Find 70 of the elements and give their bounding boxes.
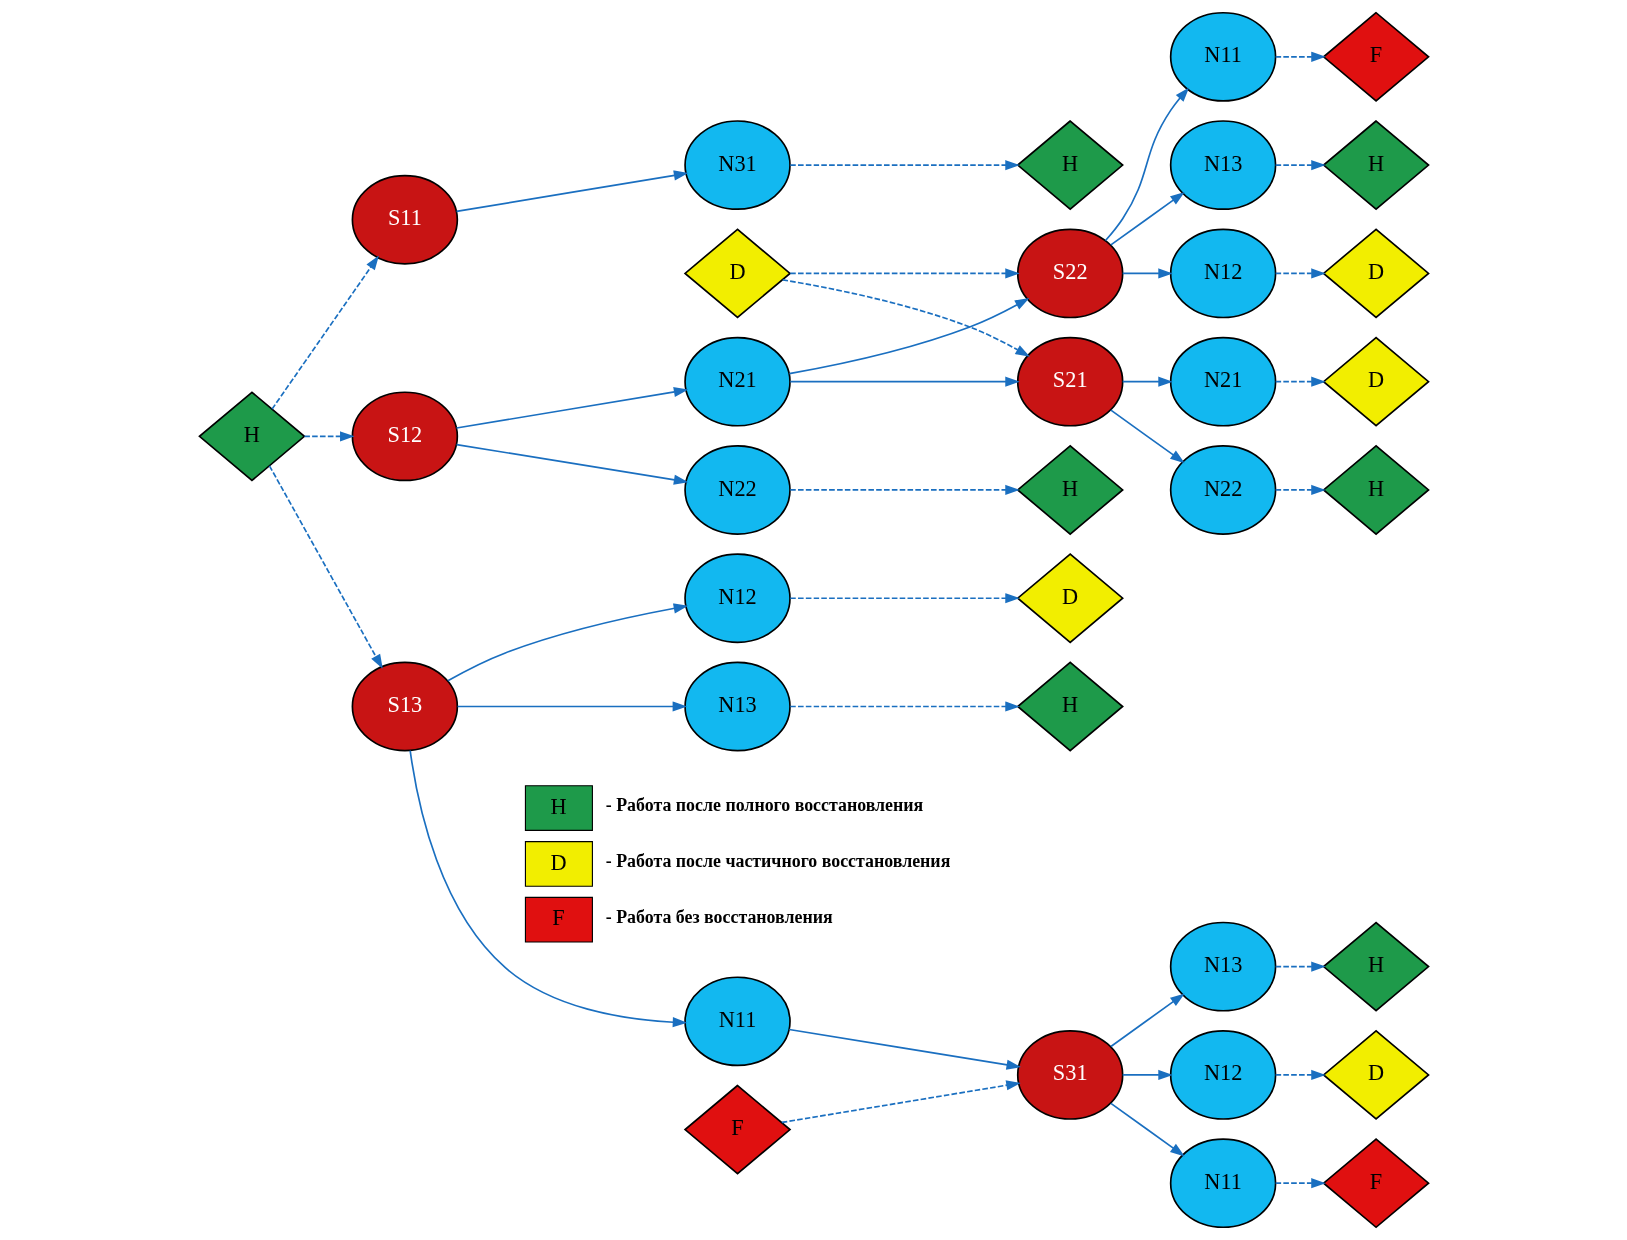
node-ellipse: N21 — [1169, 336, 1276, 427]
legend-label: - Работа после полного восстановления — [605, 795, 923, 816]
node-diamond: H — [1321, 921, 1430, 1012]
node-diamond: D — [1015, 553, 1124, 644]
node-ellipse: N12 — [1169, 228, 1276, 319]
node-diamond: F — [1321, 1138, 1430, 1229]
arrow — [788, 484, 1020, 496]
legend-label: - Работа после частичного восстановления — [605, 851, 950, 872]
label: H — [550, 793, 567, 819]
label: F — [551, 905, 565, 931]
node-diamond: H — [197, 391, 306, 482]
label: D — [550, 849, 567, 875]
node-ellipse: N21 — [683, 336, 791, 427]
arrow — [788, 593, 1020, 604]
arrow — [408, 749, 687, 1028]
arrow — [1274, 376, 1326, 387]
arrow — [1109, 409, 1185, 464]
arrow — [1274, 961, 1326, 972]
arrow — [455, 170, 688, 213]
node-diamond: H — [1321, 119, 1430, 211]
node-diamond: H — [1015, 119, 1124, 211]
legend-label: - Работа без восстановления — [605, 906, 833, 927]
node-diamond: D — [1321, 1029, 1430, 1121]
arrow — [787, 1028, 1021, 1070]
arrow — [1274, 1178, 1326, 1189]
arrow — [780, 1080, 1021, 1124]
arrow — [270, 255, 379, 410]
arrow — [446, 603, 688, 682]
node-diamond: D — [1321, 336, 1430, 427]
arrow — [455, 386, 688, 429]
arrow — [1274, 160, 1326, 171]
arrow — [456, 701, 687, 712]
arrow — [1109, 993, 1185, 1048]
arrow — [1121, 376, 1173, 387]
arrow — [303, 431, 355, 442]
node-diamond: H — [1015, 444, 1124, 536]
node-diamond: H — [1321, 444, 1430, 536]
arrow — [1274, 484, 1326, 496]
node-ellipse: N31 — [683, 120, 791, 211]
arrow — [781, 279, 1030, 357]
arrow — [1274, 268, 1326, 279]
arrow — [788, 297, 1029, 375]
node-diamond: H — [1015, 661, 1124, 752]
arrow — [788, 376, 1020, 387]
arrow — [788, 701, 1020, 712]
arrow — [1104, 87, 1189, 242]
arrow — [788, 160, 1020, 171]
arrow — [1109, 1102, 1185, 1157]
node-diamond: D — [1321, 228, 1430, 319]
node-diamond: F — [683, 1084, 791, 1175]
node-ellipse: N11 — [683, 976, 791, 1067]
node-ellipse: S12 — [351, 391, 458, 482]
node-ellipse: N22 — [683, 445, 791, 535]
arrow — [455, 443, 688, 485]
arrow — [788, 268, 1020, 279]
arrow — [1274, 1069, 1326, 1080]
node-diamond: D — [683, 228, 791, 319]
node-ellipse: S22 — [1016, 228, 1123, 319]
arrow — [1121, 1069, 1173, 1080]
arrow — [268, 464, 383, 669]
node-ellipse: N12 — [1169, 1029, 1276, 1120]
node-ellipse: S13 — [351, 661, 458, 752]
node-diamond: F — [1321, 11, 1430, 102]
node-ellipse: N12 — [683, 553, 791, 644]
node-ellipse: S11 — [351, 174, 458, 265]
arrow — [1274, 51, 1326, 62]
node-ellipse: N13 — [683, 661, 791, 752]
arrow — [1109, 191, 1185, 246]
node-ellipse: S31 — [1016, 1029, 1123, 1120]
arrow — [1121, 268, 1173, 279]
